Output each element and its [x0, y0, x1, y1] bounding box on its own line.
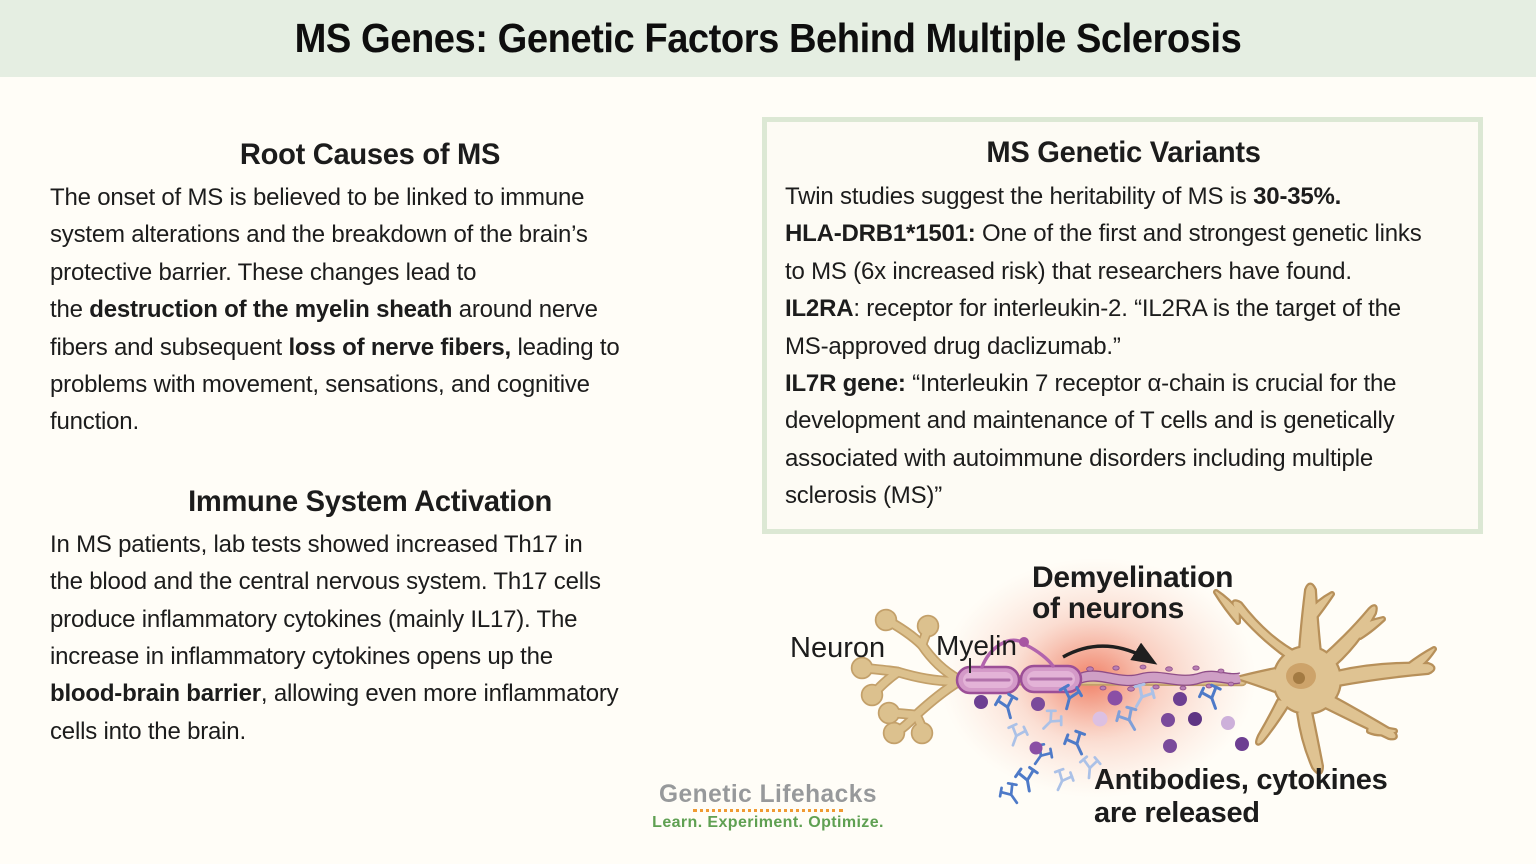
cytokine-dot [1221, 716, 1235, 730]
cytokine-dot [1092, 711, 1108, 727]
cytokine-dot [1161, 713, 1175, 727]
cytokine-dot [1031, 697, 1045, 711]
genetic-variants-box: MS Genetic Variants Twin studies suggest… [762, 117, 1483, 534]
right-neuron [1216, 586, 1434, 772]
cytokine-dot [974, 695, 988, 709]
myelin-sheath [955, 664, 1083, 695]
cytokine-dot [1163, 739, 1177, 753]
neuron-label: Neuron [790, 632, 886, 664]
myelin-label: Myelin [936, 630, 1017, 661]
page-title: MS Genes: Genetic Factors Behind Multipl… [294, 15, 1242, 61]
cytokine-dot [1235, 737, 1249, 751]
cytokine-dot [1173, 692, 1187, 706]
myelin-thread [980, 638, 1055, 669]
antibody-icon [995, 778, 1027, 810]
cytokine-dots [974, 690, 1249, 755]
logo-dotted-divider [693, 809, 843, 812]
antibodies-released-label: Antibodies, cytokines are released [1094, 764, 1388, 829]
cytokine-dot [1188, 712, 1202, 726]
damaged-axon [1079, 664, 1242, 692]
neuron-demyelination-diagram [770, 558, 1470, 810]
immune-activation-paragraph: In MS patients, lab tests showed increas… [50, 530, 619, 745]
immune-activation-heading: Immune System Activation [188, 484, 552, 518]
demyelination-label: Demyelination of neurons [1032, 561, 1234, 625]
left-column: Root Causes of MS The onset of MS is bel… [50, 138, 690, 750]
myelin-thread-knob [1019, 637, 1029, 647]
root-causes-heading: Root Causes of MS [239, 138, 501, 171]
cytokine-dot [1029, 741, 1043, 755]
genetic-lifehacks-logo: Genetic Lifehacks Learn. Experiment. Opt… [650, 780, 886, 832]
genetic-variants-paragraph: Twin studies suggest the heritability of… [785, 183, 1422, 510]
demyelination-arrow-icon [1062, 642, 1158, 665]
cytokine-dot [1107, 690, 1123, 706]
logo-name: Genetic Lifehacks [658, 780, 878, 808]
genetic-variants-heading: MS Genetic Variants [986, 136, 1261, 169]
logo-tagline: Learn. Experiment. Optimize. [652, 814, 884, 831]
root-causes-paragraph: The onset of MS is believed to be linked… [50, 184, 620, 436]
header-band: MS Genes: Genetic Factors Behind Multipl… [0, 0, 1536, 77]
